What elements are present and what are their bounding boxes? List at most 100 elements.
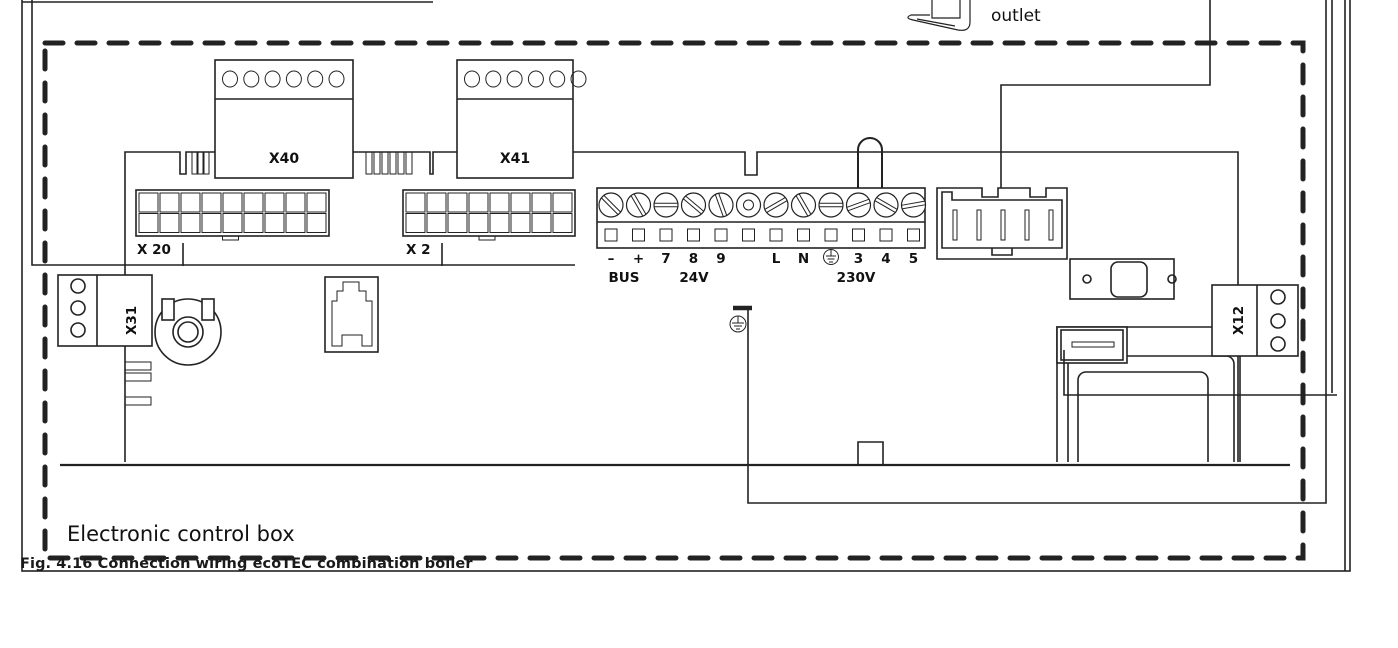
header-pin <box>264 192 285 213</box>
screw-head <box>625 192 652 218</box>
header-pin <box>222 192 243 213</box>
terminal-group-label: BUS <box>609 270 640 286</box>
header-pin <box>138 192 159 213</box>
pin-hole <box>285 70 302 88</box>
pin-hole <box>527 70 544 88</box>
header-pin <box>243 192 264 213</box>
connector-x2 <box>402 189 576 241</box>
label-x20: X 20 <box>137 242 171 258</box>
header-pin <box>138 213 159 233</box>
screw-head <box>653 192 679 218</box>
header-pin <box>306 213 327 233</box>
terminal-socket <box>769 228 783 242</box>
terminal-socket <box>742 228 755 242</box>
screw-head <box>873 192 899 218</box>
screw-slot <box>798 193 812 215</box>
terminal-screw <box>680 192 707 218</box>
terminal-pin-label: N <box>798 251 809 267</box>
jumper-wire <box>857 137 883 188</box>
pin-hole <box>222 70 238 88</box>
header-pin <box>222 213 243 233</box>
header-pin <box>468 213 489 233</box>
screw-slot <box>901 204 926 210</box>
pin-hole <box>264 70 281 88</box>
screw-slot <box>630 195 644 217</box>
header-key <box>222 236 239 241</box>
header-pin <box>531 192 552 213</box>
terminal-screw <box>735 192 762 218</box>
terminal-pin-label: + <box>633 251 644 267</box>
terminal-screw <box>708 192 734 218</box>
label-x31: X31 <box>124 306 140 335</box>
pin-hole <box>549 70 566 88</box>
screw-slot <box>714 194 724 218</box>
header-pin <box>426 213 447 233</box>
terminal-screw <box>763 192 789 218</box>
header-pin <box>552 213 573 233</box>
terminal-socket <box>687 228 700 242</box>
connector-5pin <box>936 187 1068 260</box>
header-pin <box>510 192 531 213</box>
terminal-pin-label: 5 <box>909 251 918 267</box>
screw-head <box>708 192 734 218</box>
screw-slot <box>901 200 926 206</box>
pin-hole <box>506 70 523 88</box>
outer-frame <box>21 0 1351 572</box>
screw-slot <box>603 194 622 213</box>
label-x41: X41 <box>500 151 530 167</box>
header-pin <box>552 192 573 213</box>
header-pin <box>180 213 201 233</box>
screw-slot <box>764 197 786 210</box>
header-key <box>478 236 496 241</box>
label-x12: X12 <box>1231 306 1247 335</box>
terminal-socket <box>852 228 865 242</box>
connector-x40 <box>214 59 354 179</box>
terminal-socket <box>714 228 728 242</box>
terminal-socket <box>604 228 618 242</box>
pin-hole <box>243 70 260 88</box>
header-pin <box>180 192 201 213</box>
label-x40: X40 <box>269 151 300 167</box>
terminal-pin-label: 9 <box>716 251 725 267</box>
header-pin <box>159 192 180 213</box>
header-pin <box>285 213 306 233</box>
terminal-screw <box>818 192 844 218</box>
header-pin <box>159 213 180 233</box>
terminal-screw <box>873 192 899 218</box>
header-pin <box>510 213 531 233</box>
control-box-label: Electronic control box <box>67 522 295 546</box>
terminal-group-label: 24V <box>679 270 709 286</box>
terminal-pin-label: 3 <box>854 251 863 267</box>
terminal-strip <box>596 187 927 249</box>
transformer-block <box>1056 326 1337 462</box>
screw-slot <box>718 192 728 216</box>
label-x2: X 2 <box>406 242 431 258</box>
screw-head <box>790 192 817 218</box>
terminal-socket <box>879 228 893 242</box>
figure-caption: Fig. 4.16 Connection wiring ecoTEC combi… <box>20 556 473 572</box>
terminal-screw <box>598 192 624 218</box>
potentiometer <box>154 298 222 366</box>
screw-head <box>598 192 624 218</box>
screw-head <box>818 192 844 218</box>
outlet-label: outlet <box>991 6 1041 26</box>
header-pin <box>405 213 426 233</box>
pin-hole <box>307 70 324 88</box>
terminal-pin-label: 4 <box>881 251 890 267</box>
header-pin <box>489 192 510 213</box>
outlet-icon <box>907 0 971 31</box>
earth-wire <box>747 0 1327 504</box>
terminal-pin-label: L <box>772 251 781 267</box>
header-pin <box>405 192 426 213</box>
screw-slot <box>682 198 702 215</box>
pcb-outline <box>124 151 215 462</box>
terminal-group-label: 230V <box>837 270 876 286</box>
terminal-socket <box>797 228 810 242</box>
screw-slot <box>846 198 870 208</box>
terminal-screw <box>653 192 679 218</box>
connector-pin-holes <box>222 70 587 88</box>
upper-frame <box>31 0 575 266</box>
screw-slot <box>600 197 619 216</box>
switch-component <box>1069 258 1177 300</box>
